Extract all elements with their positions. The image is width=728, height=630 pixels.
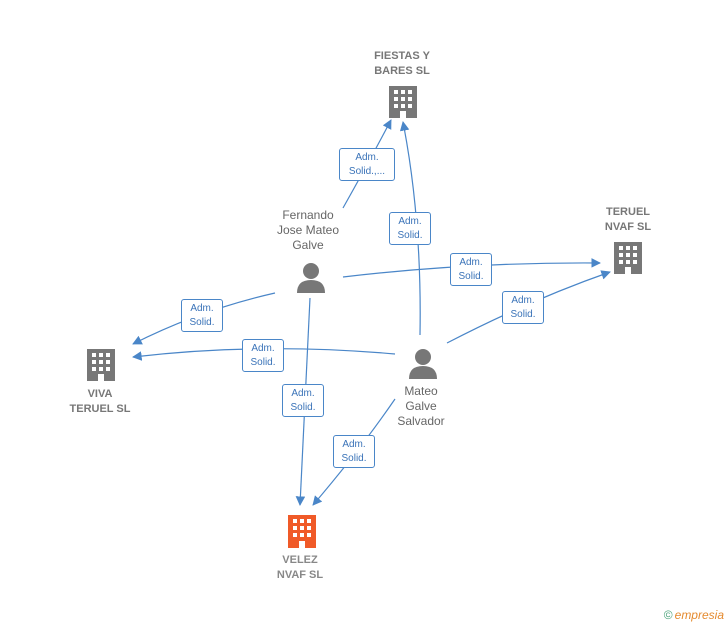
building-icon-velez-nvaf (288, 515, 316, 548)
edge-label-mateo-teruel: Adm. Solid. (502, 291, 544, 324)
brand-logo: empresia (674, 608, 724, 622)
edge-label-fernando-fiestas: Adm. Solid.,... (339, 148, 395, 181)
edge-label-fernando-viva: Adm. Solid. (181, 299, 223, 332)
company-label-teruel-nvaf[interactable]: TERUEL NVAF SL (604, 206, 652, 233)
person-icon-mateo (409, 349, 437, 379)
person-label-mateo[interactable]: Mateo Galve Salvador (397, 384, 445, 428)
building-icon-teruel-nvaf (614, 242, 642, 274)
company-label-fiestas[interactable]: FIESTAS Y BARES SL (374, 50, 430, 77)
edge-label-fernando-velez: Adm. Solid. (282, 384, 324, 417)
brand-footer: ©empresia (664, 608, 724, 622)
building-icon-fiestas (389, 86, 417, 118)
person-icon-fernando (297, 263, 325, 293)
edge-label-mateo-fiestas: Adm. Solid. (389, 212, 431, 245)
company-label-viva-teruel[interactable]: VIVA TERUEL SL (69, 388, 131, 415)
edge-label-fernando-teruel: Adm. Solid. (450, 253, 492, 286)
edge-label-mateo-velez: Adm. Solid. (333, 435, 375, 468)
edge-label-mateo-viva: Adm. Solid. (242, 339, 284, 372)
company-label-velez-nvaf[interactable]: VELEZ NVAF SL (276, 554, 324, 581)
building-icon-viva-teruel (87, 349, 115, 381)
person-label-fernando[interactable]: Fernando Jose Mateo Galve (276, 208, 340, 252)
copyright-symbol: © (663, 608, 673, 622)
